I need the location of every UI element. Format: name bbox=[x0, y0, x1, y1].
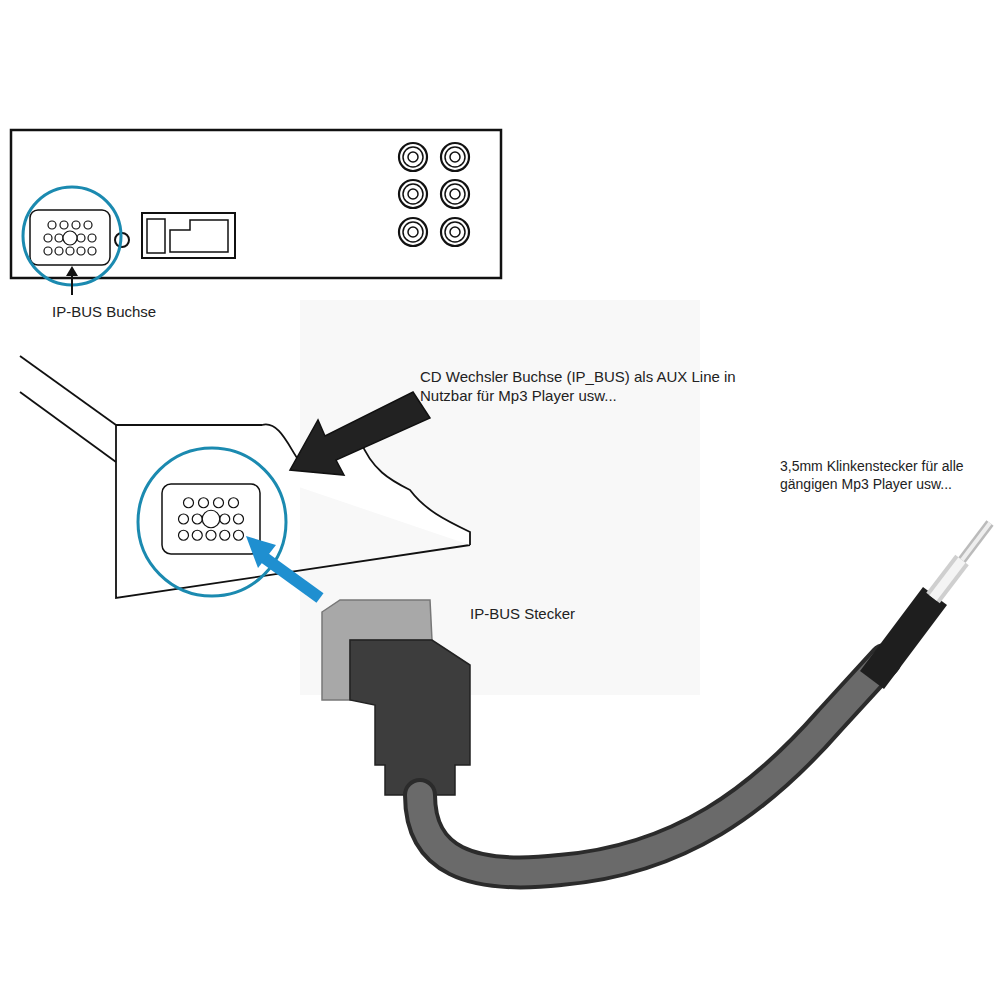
rca-ring bbox=[399, 143, 427, 171]
pin bbox=[77, 247, 85, 255]
label: IP-BUS Buchse bbox=[52, 303, 232, 322]
rca-ring bbox=[450, 189, 460, 199]
rca-ring bbox=[445, 184, 465, 204]
rca-ring bbox=[441, 180, 469, 208]
radio-housing bbox=[20, 356, 470, 598]
rca-jack bbox=[399, 143, 427, 171]
rca-jack bbox=[441, 218, 469, 246]
label: IP-BUS Stecker bbox=[470, 605, 650, 624]
highlight-circle bbox=[23, 187, 121, 285]
pin bbox=[88, 234, 96, 242]
pin bbox=[214, 498, 224, 508]
rca-ring bbox=[399, 180, 427, 208]
pin bbox=[179, 530, 189, 540]
pin bbox=[48, 221, 56, 229]
pin bbox=[55, 234, 63, 242]
label: 3,5mm Klinkenstecker für alle gängigen M… bbox=[780, 458, 975, 493]
rca-ring bbox=[399, 218, 427, 246]
rca-ring bbox=[450, 227, 460, 237]
rca-jack bbox=[441, 143, 469, 171]
rca-jack bbox=[441, 180, 469, 208]
blue-arrow bbox=[262, 556, 320, 598]
rca-ring bbox=[441, 143, 469, 171]
rca-ring bbox=[403, 147, 423, 167]
pin bbox=[66, 247, 74, 255]
rca-ring bbox=[445, 147, 465, 167]
pin bbox=[199, 498, 209, 508]
rca-jack bbox=[399, 218, 427, 246]
socket-pins bbox=[179, 498, 244, 541]
pin bbox=[77, 234, 85, 242]
big-arrow bbox=[290, 392, 430, 475]
rca-ring bbox=[403, 222, 423, 242]
pin bbox=[63, 231, 77, 245]
pin bbox=[192, 514, 202, 524]
pin bbox=[202, 510, 220, 528]
blue-arrowhead bbox=[246, 536, 276, 568]
rca-jack bbox=[399, 180, 427, 208]
rca-ring bbox=[445, 222, 465, 242]
rca-ring bbox=[403, 184, 423, 204]
pin bbox=[234, 514, 244, 524]
pin bbox=[192, 530, 202, 540]
pin bbox=[84, 221, 92, 229]
pin bbox=[60, 221, 68, 229]
jack-plug bbox=[872, 523, 990, 680]
highlight-circle bbox=[138, 448, 286, 596]
pin bbox=[229, 498, 239, 508]
pin bbox=[44, 247, 52, 255]
label: CD Wechsler Buchse (IP_BUS) als AUX Line… bbox=[420, 368, 780, 406]
rca-ring bbox=[450, 152, 460, 162]
rca-ring bbox=[408, 189, 418, 199]
cable bbox=[420, 660, 885, 872]
ip-bus-plug bbox=[322, 600, 470, 795]
pin bbox=[184, 498, 194, 508]
pin bbox=[179, 514, 189, 524]
rca-ring bbox=[408, 227, 418, 237]
rca-ring bbox=[441, 218, 469, 246]
pin bbox=[44, 234, 52, 242]
pin bbox=[206, 530, 216, 540]
pin bbox=[220, 514, 230, 524]
pin bbox=[220, 530, 230, 540]
pin bbox=[88, 247, 96, 255]
rca-ring bbox=[408, 152, 418, 162]
pin bbox=[72, 221, 80, 229]
pin bbox=[234, 530, 244, 540]
pin bbox=[55, 247, 63, 255]
pointer-arrowhead bbox=[66, 266, 78, 276]
socket-pins bbox=[44, 221, 96, 255]
radio-back-panel bbox=[11, 130, 501, 278]
